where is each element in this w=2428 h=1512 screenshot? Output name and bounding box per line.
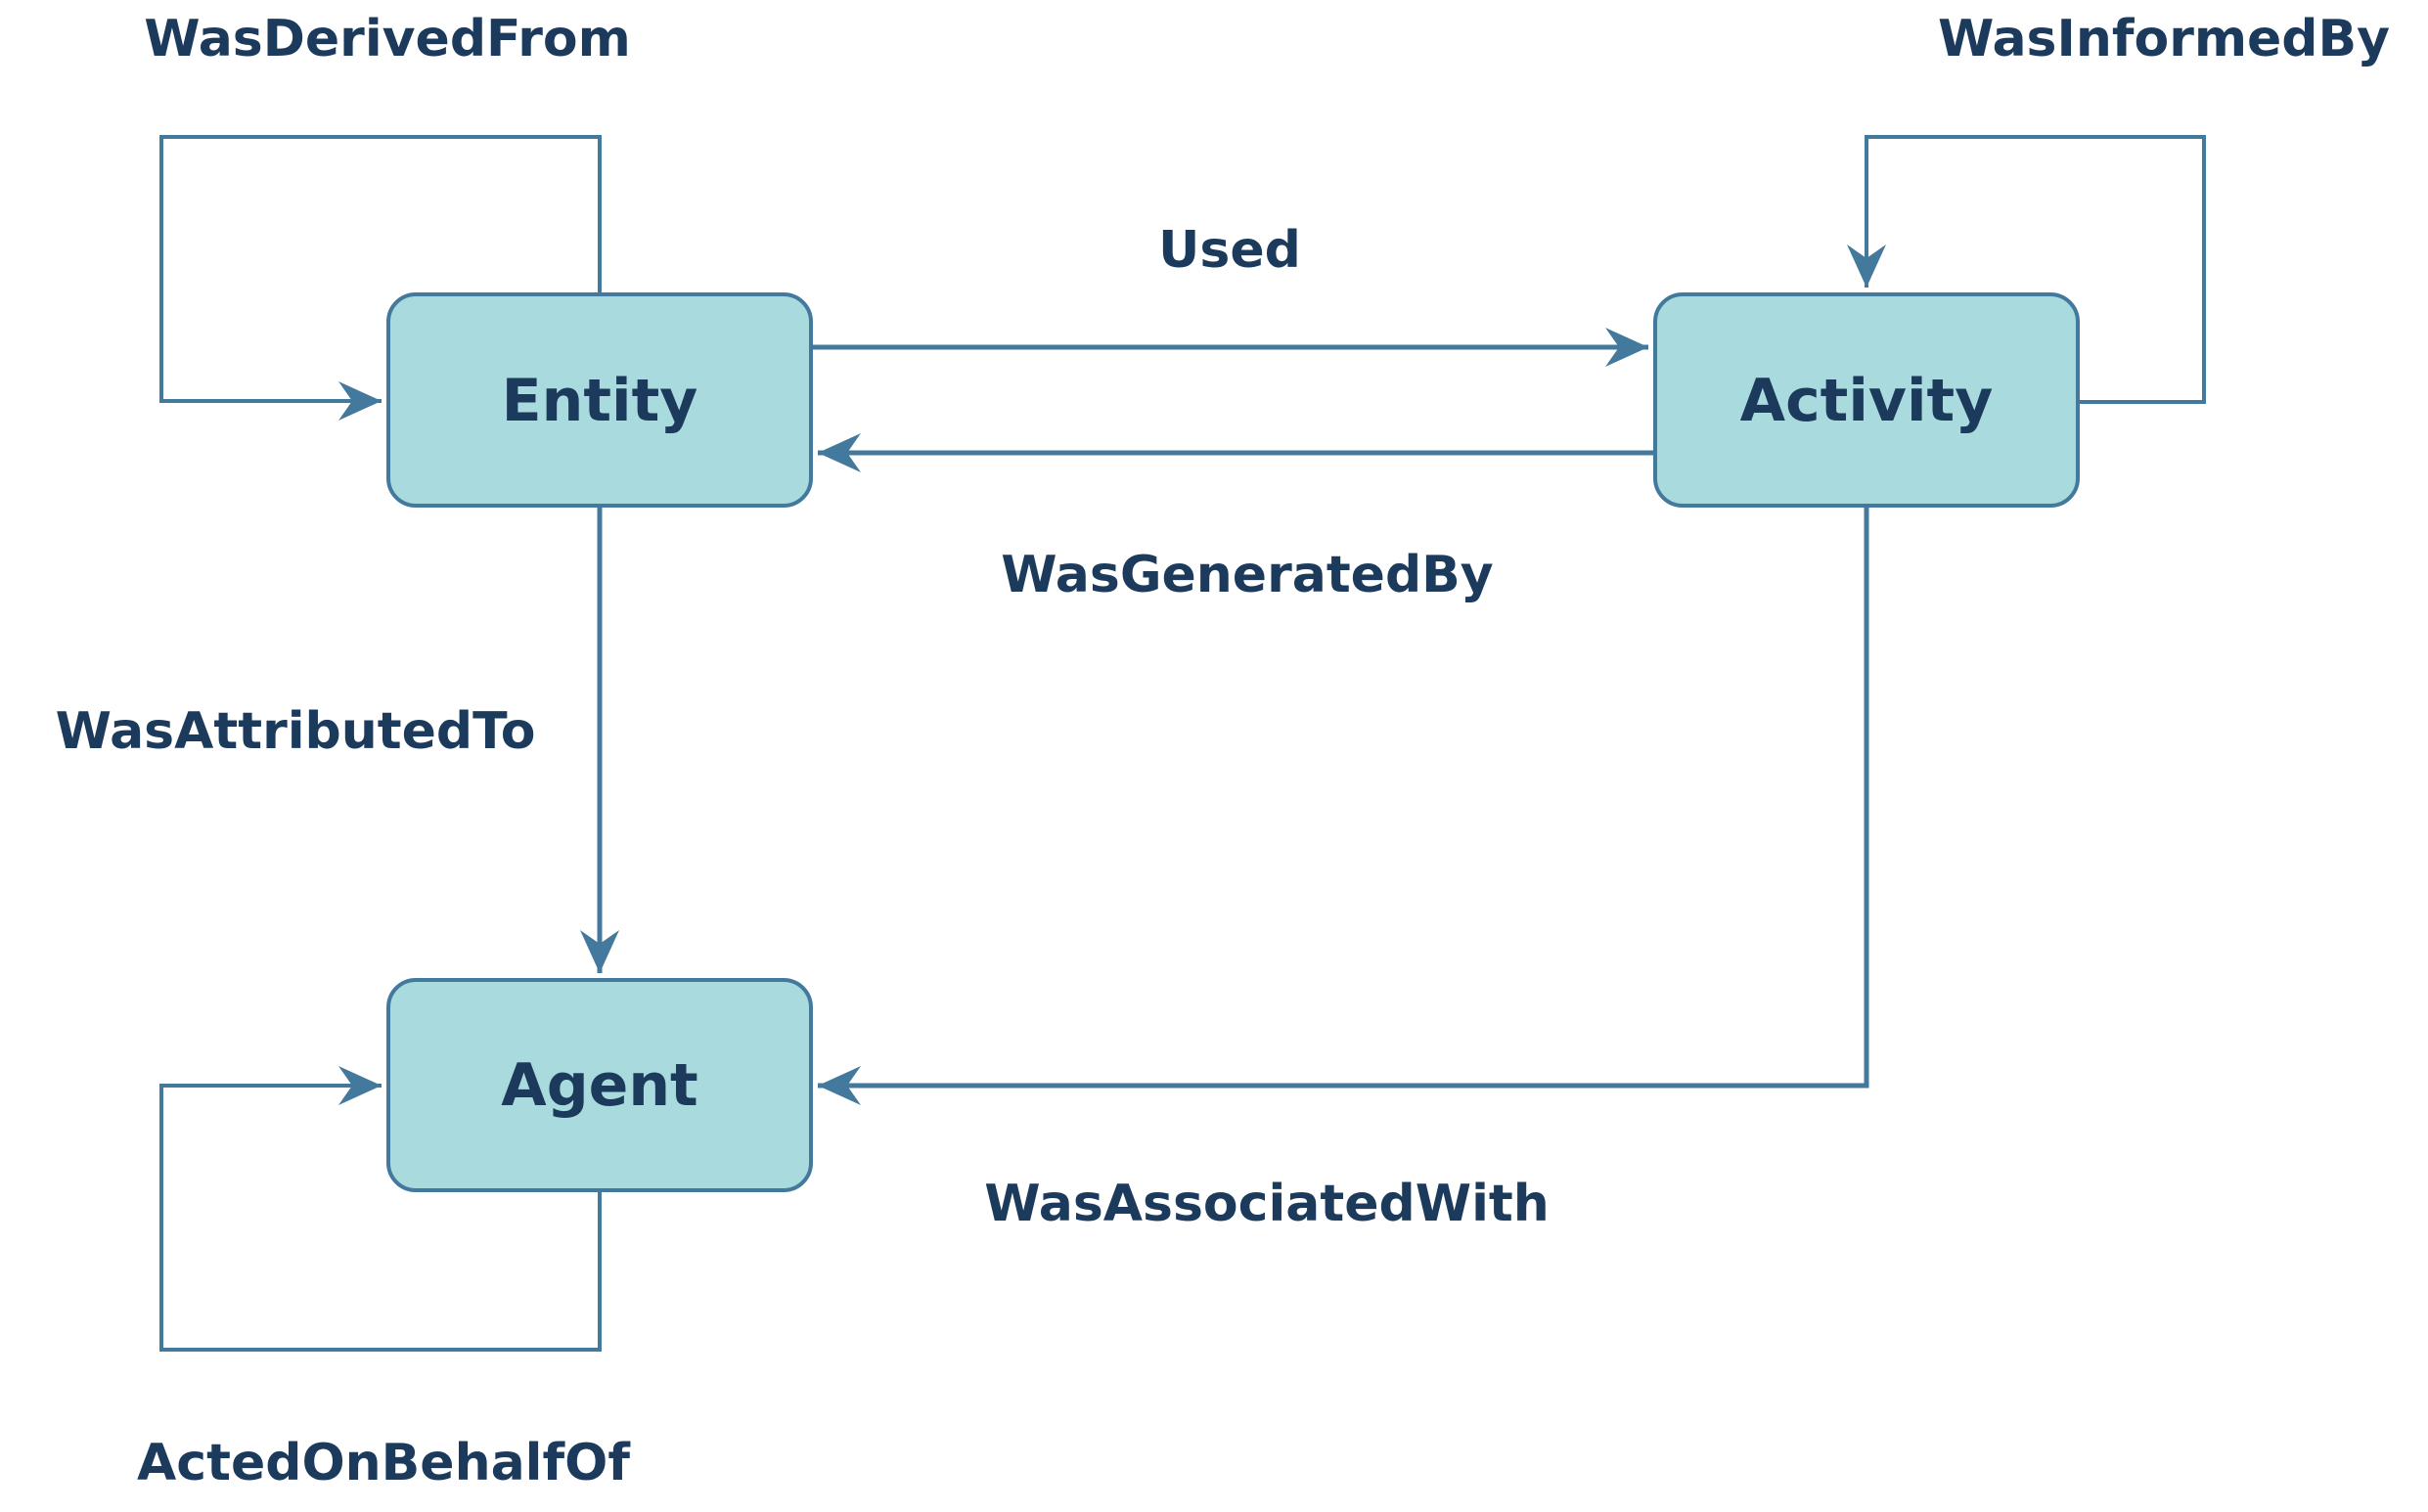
edge-was-associated-with <box>818 506 1869 1105</box>
edge-label-was-derived-from: WasDerivedFrom <box>144 10 631 68</box>
edge-label-was-informed-by: WasInformedBy <box>1937 10 2391 68</box>
node-agent[interactable] <box>386 978 813 1192</box>
edge-acted-on-behalf-of <box>159 1066 602 1352</box>
edge-label-was-generated-by: WasGeneratedBy <box>1001 546 1494 604</box>
edge-label-was-associated-with: WasAssociatedWith <box>984 1175 1550 1233</box>
edge-label-was-attributed-to: WasAttributedTo <box>55 702 536 761</box>
node-agent-label: Agent <box>501 1051 698 1120</box>
node-activity-label: Activity <box>1739 367 1994 435</box>
node-entity[interactable] <box>386 292 813 508</box>
node-activity[interactable] <box>1653 292 2080 508</box>
edge-label-acted-on-behalf-of: ActedOnBehalfOf <box>137 1434 630 1492</box>
edge-was-derived-from <box>159 135 602 421</box>
node-entity-label: Entity <box>501 367 698 435</box>
edge-label-used: Used <box>1158 221 1301 280</box>
edge-was-informed-by <box>1847 135 2206 404</box>
